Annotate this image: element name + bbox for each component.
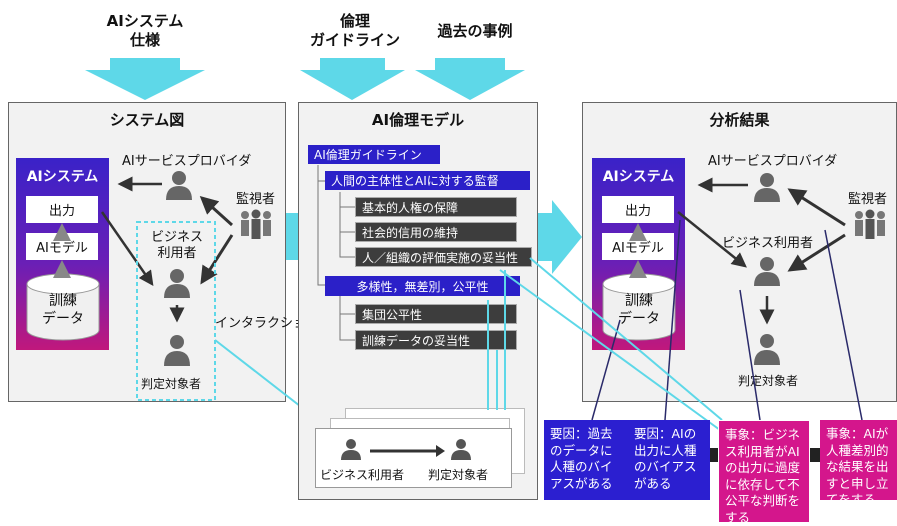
card-from-label: ビジネス利用者 <box>320 468 405 482</box>
monitor-label-left: 監視者 <box>236 192 276 207</box>
provider-label-left: AIサービスプロバイダ <box>122 154 252 169</box>
left-to-middle-arrow <box>285 213 298 260</box>
provider-person-icon <box>166 171 192 200</box>
monitor-group-icon-right <box>855 209 885 239</box>
result-event-complaint: 事象：AIが人種差別的な結果を出すと申し立てをする <box>820 420 897 500</box>
guideline-item-social-trust: 社会的信用の維持 <box>355 222 517 242</box>
result-event-overreliance: 事象：ビジネス利用者がAIの出力に過度に依存して不公平な判断をする <box>718 420 810 525</box>
guideline-down-arrow <box>300 58 405 100</box>
panel-title-analysis: 分析結果 <box>709 111 770 129</box>
cases-label: 過去の事例 <box>437 22 513 40</box>
card-arrow <box>370 445 445 457</box>
panel-title-system: システム図 <box>109 111 185 129</box>
subject-person-icon-right <box>754 334 780 365</box>
guideline-item-group-fairness: 集団公平性 <box>355 304 517 324</box>
subject-label-left: 判定対象者 <box>141 377 202 391</box>
guideline-item-training-data: 訓練データの妥当性 <box>355 330 517 350</box>
monitor-label-right: 監視者 <box>848 192 888 207</box>
business-user-person-icon-right <box>754 257 780 286</box>
guideline-label: 倫理 ガイドライン <box>309 12 400 49</box>
provider-person-icon-right <box>754 173 780 202</box>
result-cause-ai-output: 要因：AIの出力に人種のバイアスがある <box>628 420 710 500</box>
spec-down-arrow <box>85 58 205 100</box>
card-to-label: 判定対象者 <box>428 468 489 482</box>
result-cause-past-data: 要因：過去のデータに人種のバイアスがある <box>544 420 628 500</box>
panel-title-ethics: AI倫理モデル <box>371 111 465 129</box>
spec-label: AIシステム 仕様 <box>106 12 184 49</box>
monitor-group-icon <box>241 209 271 239</box>
guideline-root: AI倫理ガイドライン <box>308 145 440 164</box>
output-box-right: 出力 <box>602 196 674 223</box>
business-user-person-icon <box>164 269 190 298</box>
business-user-label-left: ビジネス 利用者 <box>150 230 203 261</box>
card-user-person-icon <box>341 439 361 460</box>
ai-system-title: AIシステム <box>26 169 99 185</box>
middle-to-right-arrow <box>537 200 582 274</box>
guideline-group-autonomy: 人間の主体性とAIに対する監督 <box>325 171 530 190</box>
provider-label-right: AIサービスプロバイダ <box>708 154 838 169</box>
guideline-item-human-rights: 基本的人権の保障 <box>355 197 517 217</box>
ai-system-title-right: AIシステム <box>602 169 675 185</box>
cases-down-arrow <box>415 58 525 100</box>
card-subject-person-icon <box>451 439 471 460</box>
guideline-group-fairness: 多様性，無差別，公平性 <box>325 276 520 296</box>
output-box: 出力 <box>26 196 98 223</box>
subject-person-icon <box>164 335 190 366</box>
training-data-label-right: 訓練 データ <box>618 293 660 327</box>
interaction-label: インタラクション <box>215 316 320 331</box>
training-data-cylinder <box>26 273 100 341</box>
guideline-item-evaluation-validity: 人／組織の評価実施の妥当性 <box>355 247 532 267</box>
business-user-label-right: ビジネス利用者 <box>722 236 814 251</box>
training-data-label: 訓練 データ <box>42 293 84 327</box>
